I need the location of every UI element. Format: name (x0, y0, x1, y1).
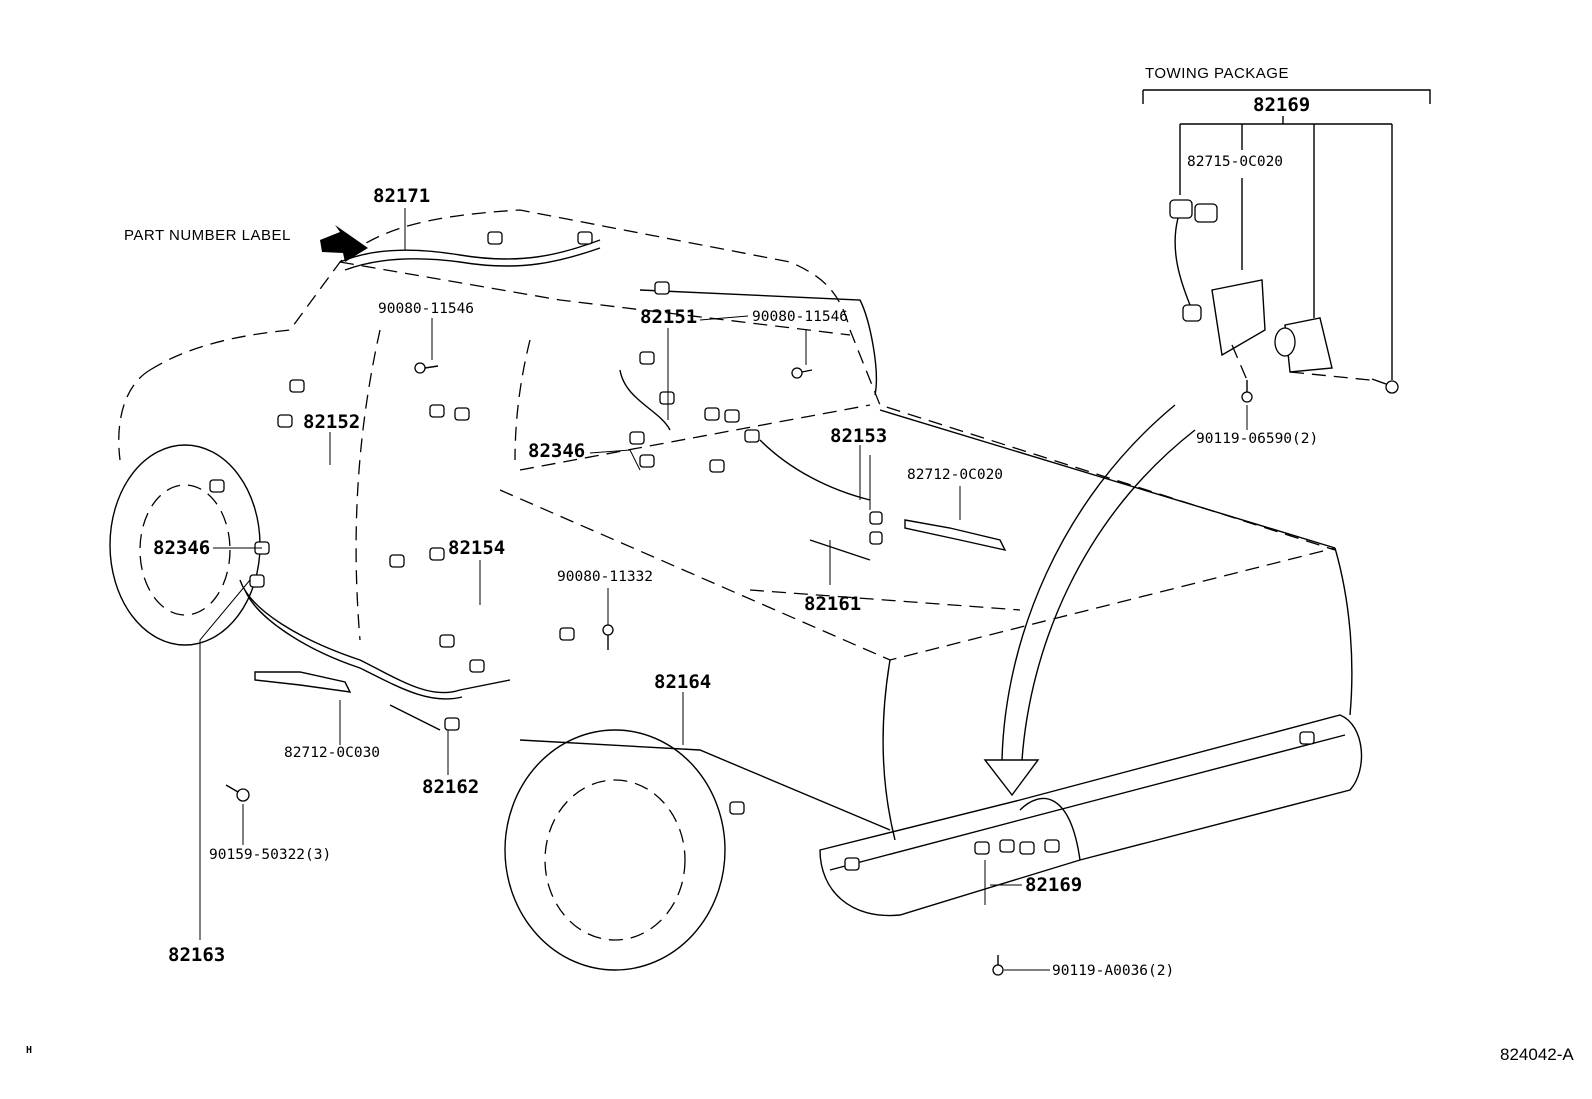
callout-82153: 82153 (830, 425, 888, 447)
bracket-82712-0c030 (254, 671, 352, 693)
callout-90119-06590: 90119-06590(2) (1196, 431, 1319, 447)
callout-82715-0c020: 82715-0C020 (1187, 154, 1284, 170)
callout-82712-0c030: 82712-0C030 (284, 745, 381, 761)
callout-82712-0c020: 82712-0C020 (907, 467, 1004, 483)
callout-82151: 82151 (640, 306, 698, 328)
callout-90080-11546-left: 90080-11546 (378, 301, 475, 317)
towing-package-title: TOWING PACKAGE (1145, 65, 1289, 82)
callout-82161: 82161 (804, 593, 862, 615)
callout-82169-bumper: 82169 (1025, 874, 1083, 896)
callout-82171: 82171 (373, 185, 431, 207)
rear-wheel (504, 729, 726, 971)
part-number-label-arrow (320, 225, 368, 262)
figure-id: 824042-A (1500, 1045, 1574, 1064)
towing-location-arrow (983, 404, 1196, 797)
callout-82163: 82163 (168, 944, 226, 966)
callout-82154: 82154 (448, 537, 506, 559)
corner-mark: H (26, 1045, 33, 1056)
bracket-82712-0c020 (904, 519, 1007, 552)
wire-harness (239, 239, 1081, 861)
callout-82346-center: 82346 (528, 440, 586, 462)
callout-90159-50322: 90159-50322(3) (209, 847, 332, 863)
part-number-label-callout: PART NUMBER LABEL (124, 227, 291, 244)
callout-82346-left: 82346 (153, 537, 211, 559)
leader-lines (199, 208, 1248, 971)
connectors (209, 231, 1315, 871)
callout-90080-11332: 90080-11332 (557, 569, 654, 585)
callout-90119-a0036: 90119-A0036(2) (1052, 963, 1175, 979)
callout-82162: 82162 (422, 776, 480, 798)
callout-82169-towing-package: 82169 (1253, 94, 1311, 116)
towing-package-parts (1142, 89, 1431, 381)
callout-82164: 82164 (654, 671, 712, 693)
bolts (225, 362, 1399, 976)
truck-body-outline (118, 209, 1353, 841)
rear-bumper (819, 714, 1363, 917)
callout-82152: 82152 (303, 411, 361, 433)
callout-90080-11546-right: 90080-11546 (752, 309, 849, 325)
